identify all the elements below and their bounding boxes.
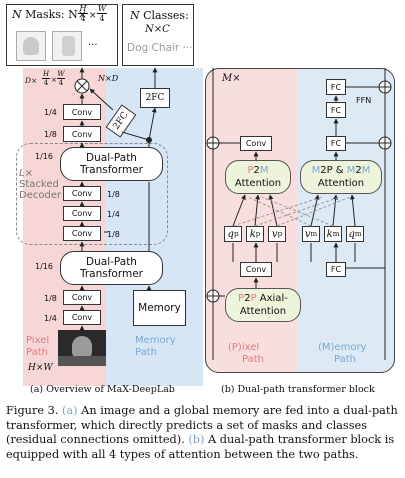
p2m-attention-box: P2M Attention xyxy=(225,160,291,194)
dual-path-block-frame xyxy=(205,68,395,373)
input-dims: H×W xyxy=(28,363,53,373)
conv-backbone-1-8: Conv xyxy=(63,290,101,305)
classes-dims: N×C xyxy=(145,24,170,35)
ffn-label: FFN xyxy=(356,96,372,105)
conv-1-8-top: Conv xyxy=(63,126,101,142)
res-decoder-1-8a: 1/8 xyxy=(107,190,120,199)
fc-ffn-2: FC xyxy=(326,102,346,118)
classes-label: N Classes: xyxy=(130,9,189,22)
res-decoder-1-4: 1/4 xyxy=(107,210,120,219)
res-backbone-1-8: 1/8 xyxy=(44,294,57,303)
fc-ffn-1: FC xyxy=(326,79,346,95)
caption-b-text: A dual-path transformer block is equippe… xyxy=(6,433,395,461)
conv-decoder-1-8: Conv xyxy=(63,186,101,201)
conv-decoder-1-4: Conv xyxy=(63,206,101,221)
block-repeat-label: M× xyxy=(222,73,241,84)
p2p-axial-attention-box: P2P Axial- Attention xyxy=(225,288,301,322)
figure-caption: Figure 3. (a) An image and a global memo… xyxy=(6,404,402,462)
res-1-16-bottom: 1/16 xyxy=(35,262,53,271)
mask-dims-label: D× xyxy=(25,76,38,85)
conv-pixel-out: Conv xyxy=(240,136,272,151)
memory-path-bg-right xyxy=(298,68,395,373)
caption-a-text: An image and a global memory are fed int… xyxy=(6,404,398,446)
res-1-8-top: 1/8 xyxy=(44,130,57,139)
mask-thumbnail-dog xyxy=(16,31,46,61)
res-1-16-top: 1/16 xyxy=(35,152,53,161)
conv-backbone-1-4: Conv xyxy=(63,310,101,325)
conv-pixel-in: Conv xyxy=(240,262,272,277)
subcaption-b: (b) Dual-path transformer block xyxy=(221,384,375,395)
subcaption-a: (a) Overview of MaX-DeepLab xyxy=(30,384,175,395)
m2p-m2m-attention-box: M2P & M2M Attention xyxy=(300,160,382,194)
res-backbone-1-4: 1/4 xyxy=(44,314,57,323)
fc-memory-in: FC xyxy=(326,262,346,277)
masks-label: N Masks: N× xyxy=(12,8,87,21)
class-names: Dog Chair ··· xyxy=(127,42,193,54)
conv-1-4-top: Conv xyxy=(63,104,101,120)
pixel-path-bg-right xyxy=(205,68,298,373)
nxd-label: N×D xyxy=(98,74,119,83)
fc-memory-out: FC xyxy=(326,136,346,151)
memory-box: Memory xyxy=(133,290,186,326)
mask-ellipsis: ··· xyxy=(88,40,98,51)
classes-output-box xyxy=(122,4,194,66)
conv-decoder-1-8b: Conv xyxy=(63,226,101,241)
caption-b-tag: (b) xyxy=(188,433,205,446)
res-1-4-top: 1/4 xyxy=(44,108,57,117)
stacked-decoder-frame xyxy=(16,143,168,245)
mask-thumbnail-chair xyxy=(52,31,82,61)
input-image xyxy=(58,330,106,366)
caption-fig: Figure 3. xyxy=(6,404,59,417)
res-decoder-1-8b: 1/8 xyxy=(107,230,120,239)
caption-a-tag: (a) xyxy=(62,404,78,417)
